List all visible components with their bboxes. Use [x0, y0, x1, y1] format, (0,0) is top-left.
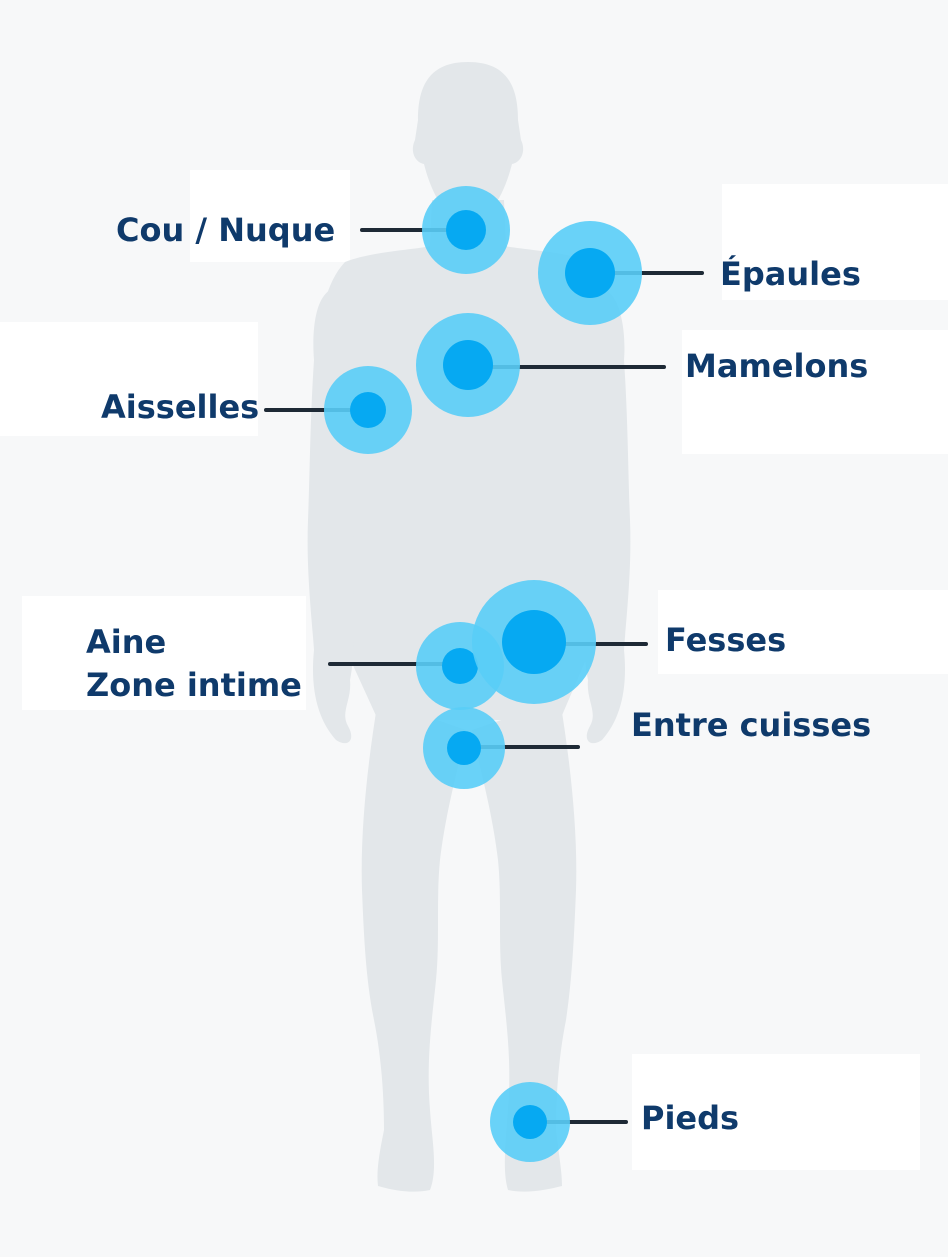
label-zone-intime: Zone intime [86, 666, 302, 704]
hotspot-entre [423, 707, 505, 789]
label-mamelons: Mamelons [685, 347, 869, 385]
hotspot-pieds [490, 1082, 570, 1162]
hotspot-aisselles [324, 366, 412, 454]
hotspot-epaules [538, 221, 642, 325]
label-pieds: Pieds [641, 1099, 740, 1137]
hotspots [324, 186, 642, 1162]
hotspot-cou [422, 186, 510, 274]
hotspot-mamelons [416, 313, 520, 417]
label-fesses: Fesses [665, 621, 787, 659]
label-epaules: Épaules [720, 255, 861, 293]
label-cou: Cou / Nuque [116, 211, 336, 249]
hotspot-fesses [472, 580, 596, 704]
label-entre-cuisses: Entre cuisses [631, 706, 872, 744]
label-aisselles: Aisselles [101, 388, 260, 426]
label-aine: Aine [86, 623, 167, 661]
label-backgrounds [0, 170, 948, 1170]
